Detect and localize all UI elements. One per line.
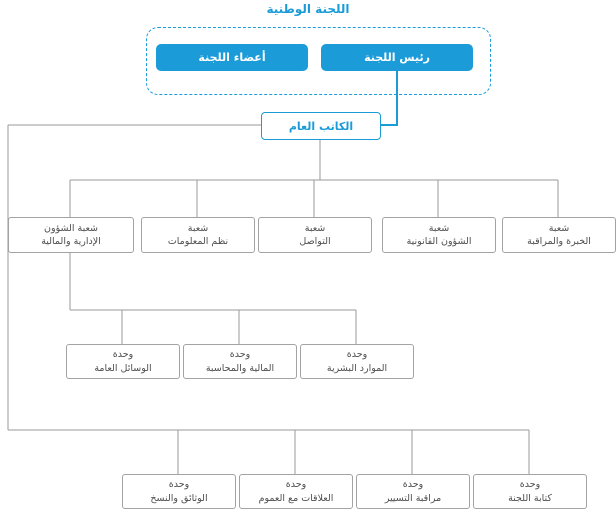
unit-committee-secretariat: وحدة كتابة اللجنة bbox=[473, 474, 587, 509]
division-admin-financial: شعبة الشؤون الإدارية والمالية bbox=[8, 217, 134, 253]
unit-finance-accounting: وحدة المالية والمحاسبة bbox=[183, 344, 297, 379]
division-expertise-monitoring: شعبة الخبرة والمراقبة bbox=[502, 217, 616, 253]
chart-title: اللجنة الوطنية bbox=[266, 2, 350, 16]
chairman-node: رئيس اللجنة bbox=[321, 44, 473, 71]
unit-general-means: وحدة الوسائل العامة bbox=[66, 344, 180, 379]
secretary-general-node: الكاتب العام bbox=[261, 112, 381, 140]
unit-documents-copying: وحدة الوثائق والنسخ bbox=[122, 474, 236, 509]
division-legal-affairs: شعبة الشؤون القانونية bbox=[382, 217, 496, 253]
committee-group-frame bbox=[146, 27, 491, 95]
division-communication: شعبة التواصل bbox=[258, 217, 372, 253]
unit-human-resources: وحدة الموارد البشرية bbox=[300, 344, 414, 379]
unit-management-control: وحدة مراقبة التسيير bbox=[356, 474, 470, 509]
members-node: أعضاء اللجنة bbox=[156, 44, 308, 71]
unit-public-relations: وحدة العلاقات مع العموم bbox=[239, 474, 353, 509]
division-information-systems: شعبة نظم المعلومات bbox=[141, 217, 255, 253]
